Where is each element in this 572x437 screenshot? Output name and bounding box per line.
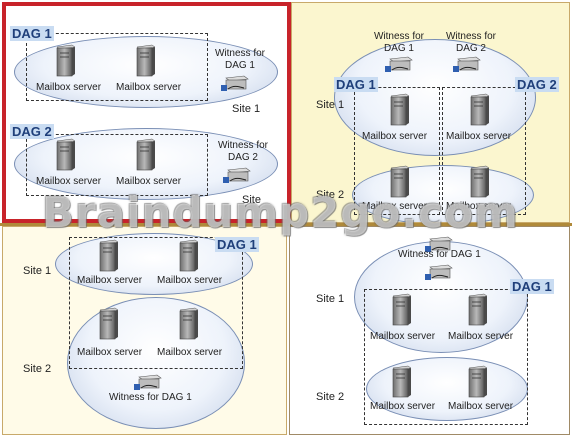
- site-label: Site 1: [316, 293, 345, 305]
- witness-label: Witness for DAG 1: [109, 392, 192, 403]
- witness-label: Witness for DAG 1: [398, 249, 481, 260]
- dag-1-label: DAG 1: [334, 77, 378, 92]
- server-label: Mailbox server: [448, 331, 514, 342]
- site-label: Site 2: [316, 391, 345, 403]
- dag-2-box: [26, 134, 208, 196]
- site-label: Site 2: [23, 363, 52, 375]
- watermark-text: Braindump2go.com: [42, 188, 519, 237]
- site-2-ellipse: [67, 297, 245, 429]
- witness-server-icon: [222, 166, 252, 186]
- mailbox-server-icon: [134, 44, 156, 77]
- panel-bottom-right: Witness for DAG 1 DAG 1 Site 1 Site 2 Ma…: [289, 226, 570, 435]
- panel-divider: [0, 223, 572, 226]
- server-label: Mailbox server: [362, 201, 428, 212]
- witness-label: Witness for DAG 2: [217, 140, 268, 163]
- mailbox-server-icon: [466, 293, 488, 326]
- mailbox-server-icon: [390, 365, 412, 398]
- site-1-ellipse: [354, 241, 528, 353]
- server-label: Mailbox server: [448, 401, 514, 412]
- server-label: Mailbox server: [370, 331, 436, 342]
- server-label: Mailbox server: [446, 201, 512, 212]
- server-label: Mailbox server: [77, 347, 143, 358]
- site-label: Site 1: [316, 99, 345, 111]
- dag-1-label: DAG 1: [215, 237, 259, 252]
- server-label: Mailbox server: [36, 176, 102, 187]
- dag-1-box: [26, 33, 208, 101]
- witness-server-icon: [133, 373, 163, 393]
- server-label: Mailbox server: [77, 275, 143, 286]
- witness-server-icon: [384, 55, 414, 75]
- mailbox-server-icon: [468, 93, 490, 126]
- dag-1-box: [364, 289, 528, 425]
- panel-top-left: DAG 1 Mailbox server Mailbox server Witn…: [2, 2, 291, 223]
- mailbox-server-icon: [54, 44, 76, 77]
- server-label: Mailbox server: [370, 401, 436, 412]
- site-1-ellipse: [334, 39, 536, 156]
- server-label: Mailbox server: [362, 131, 428, 142]
- mailbox-server-icon: [177, 307, 199, 340]
- dag-2-label: DAG 2: [515, 77, 559, 92]
- dag-1-label: DAG 1: [510, 279, 554, 294]
- witness-label: Witness for DAG 1: [214, 48, 265, 71]
- mailbox-server-icon: [134, 138, 156, 171]
- site-label: Site 2: [316, 189, 345, 201]
- panel-top-right: Witness for DAG 1 Witness for DAG 2 DAG …: [291, 2, 570, 223]
- witness-server-icon: [424, 235, 454, 255]
- mailbox-server-icon: [54, 138, 76, 171]
- site-label: Site 1: [232, 103, 261, 115]
- mailbox-server-icon: [97, 239, 119, 272]
- server-label: Mailbox server: [157, 275, 223, 286]
- dag-2-label: DAG 2: [10, 124, 54, 139]
- site-label: Site: [242, 194, 261, 206]
- mailbox-server-icon: [97, 307, 119, 340]
- witness-server-icon: [452, 55, 482, 75]
- site-label: Site 1: [23, 265, 52, 277]
- mailbox-server-icon: [390, 293, 412, 326]
- server-label: Mailbox server: [116, 82, 182, 93]
- server-label: Mailbox server: [157, 347, 223, 358]
- mailbox-server-icon: [466, 365, 488, 398]
- dag-2-box: [442, 87, 526, 215]
- mailbox-server-icon: [388, 165, 410, 198]
- server-label: Mailbox server: [36, 82, 102, 93]
- dag-1-label: DAG 1: [10, 26, 54, 41]
- panel-bottom-left: DAG 1 Site 1 Site 2 Mailbox server Mailb…: [2, 226, 287, 435]
- dag-1-box: [354, 87, 440, 215]
- server-label: Mailbox server: [116, 176, 182, 187]
- mailbox-server-icon: [177, 239, 199, 272]
- witness-server-icon: [424, 263, 454, 283]
- mailbox-server-icon: [468, 165, 490, 198]
- witness-label: Witness for DAG 1: [373, 31, 424, 54]
- witness-label: Witness for DAG 2: [445, 31, 496, 54]
- server-label: Mailbox server: [446, 131, 512, 142]
- dag-1-box: [69, 237, 243, 369]
- mailbox-server-icon: [388, 93, 410, 126]
- witness-server-icon: [220, 74, 250, 94]
- site-2-ellipse: [352, 165, 534, 222]
